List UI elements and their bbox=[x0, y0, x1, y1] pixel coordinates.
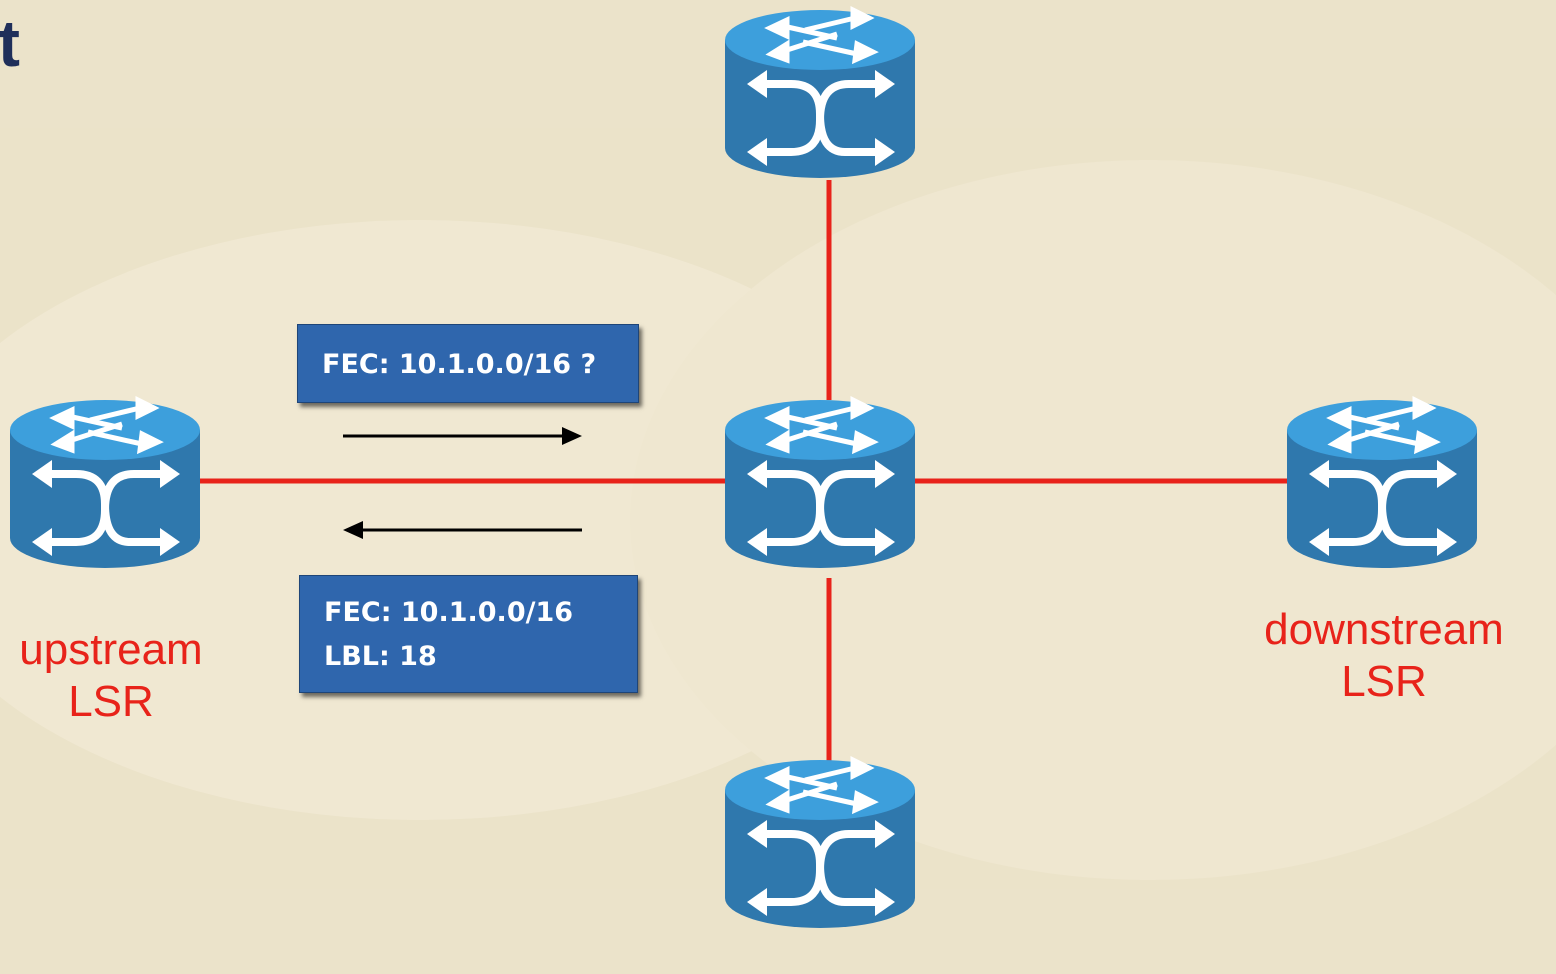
reply-message-box: FEC: 10.1.0.0/16 LBL: 18 bbox=[299, 575, 638, 693]
reply-message-label: LBL: 18 bbox=[324, 641, 437, 672]
reply-arrowhead bbox=[343, 521, 363, 539]
upstream-label-line2: LSR bbox=[68, 677, 154, 726]
router-center-icon[interactable] bbox=[725, 400, 915, 568]
downstream-lsr-label: downstream LSR bbox=[1234, 604, 1534, 708]
router-bottom-icon[interactable] bbox=[725, 760, 915, 928]
upstream-lsr-label: upstream LSR bbox=[0, 624, 222, 728]
downstream-label-line1: downstream bbox=[1264, 605, 1504, 654]
request-message-text: FEC: 10.1.0.0/16 ? bbox=[322, 349, 597, 380]
reply-message-fec: FEC: 10.1.0.0/16 bbox=[324, 597, 574, 628]
message-arrows bbox=[343, 427, 582, 539]
router-top-icon[interactable] bbox=[725, 10, 915, 178]
request-message-box: FEC: 10.1.0.0/16 ? bbox=[297, 324, 639, 403]
upstream-label-line1: upstream bbox=[19, 625, 203, 674]
request-arrowhead bbox=[562, 427, 582, 445]
router-right-icon[interactable] bbox=[1287, 400, 1477, 568]
corner-title-fragment: t bbox=[0, 6, 20, 80]
router-left-icon[interactable] bbox=[10, 400, 200, 568]
downstream-label-line2: LSR bbox=[1341, 657, 1427, 706]
